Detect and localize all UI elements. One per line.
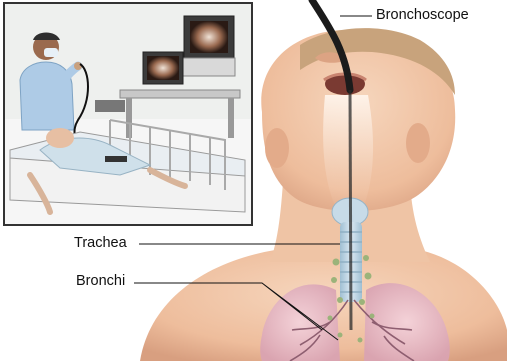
bronchi-label: Bronchi <box>76 273 125 289</box>
right-ear <box>406 123 430 163</box>
bronchoscope-inserted <box>350 90 351 330</box>
bronchoscope-label: Bronchoscope <box>376 7 469 23</box>
endoscope-monitor-screen <box>190 21 228 53</box>
secondary-monitor-screen <box>147 56 179 80</box>
trachea-label: Trachea <box>74 235 127 251</box>
left-ear <box>265 128 289 168</box>
procedure-room-inset <box>4 3 252 225</box>
